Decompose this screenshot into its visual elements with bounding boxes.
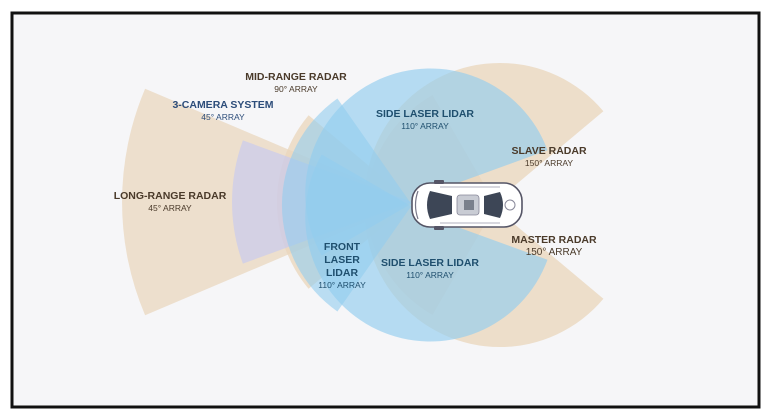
- front-lidar-coverage: [281, 98, 412, 312]
- front-lidar-name-line1: FRONT: [324, 241, 361, 253]
- master-radar-array: 150° ARRAY: [526, 247, 583, 258]
- camera-system-array: 45° ARRAY: [201, 112, 245, 122]
- slave-radar-array: 150° ARRAY: [525, 158, 573, 168]
- side-lidar-top-array: 110° ARRAY: [401, 121, 449, 131]
- mid-range-radar-name: MID-RANGE RADAR: [245, 71, 347, 83]
- master-radar-name: MASTER RADAR: [511, 234, 597, 246]
- mid-range-radar-array: 90° ARRAY: [274, 84, 318, 94]
- side-lidar-bottom-array: 110° ARRAY: [406, 270, 454, 280]
- long-range-radar-name: LONG-RANGE RADAR: [114, 190, 227, 202]
- slave-radar-name: SLAVE RADAR: [511, 145, 586, 157]
- camera-system-name: 3-CAMERA SYSTEM: [172, 99, 273, 111]
- front-lidar-array: 110° ARRAY: [318, 280, 366, 290]
- side-lidar-bottom-name: SIDE LASER LIDAR: [381, 257, 479, 269]
- car-icon: [411, 180, 523, 230]
- side-lidar-top-name: SIDE LASER LIDAR: [376, 108, 474, 120]
- front-lidar-name-line3: LIDAR: [326, 267, 358, 279]
- long-range-radar-array: 45° ARRAY: [148, 203, 192, 213]
- front-lidar-name-line2: LASER: [324, 254, 360, 266]
